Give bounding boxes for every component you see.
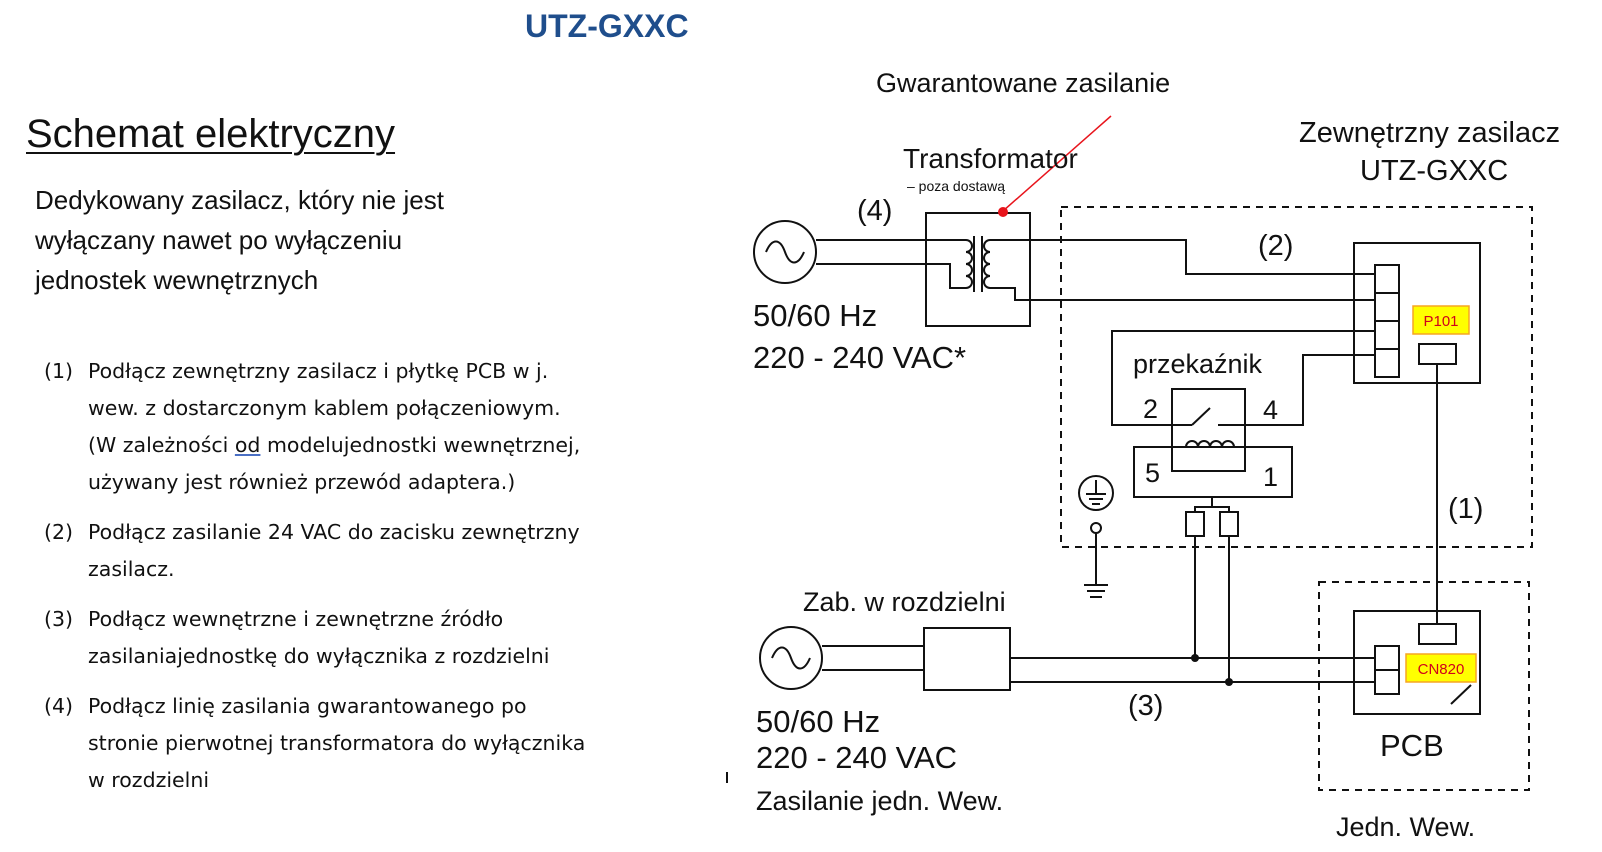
instruction-item: (4) Podłącz linię zasilania gwarantowane… — [44, 688, 664, 799]
instruction-fragment: modelujednostki wewnętrznej, — [260, 433, 581, 457]
instruction-fragment: (W zależności — [88, 433, 235, 457]
instruction-line: zasilacz. — [88, 557, 175, 581]
section-title: Schemat elektryczny — [26, 112, 396, 156]
subtitle-line: wyłączany nawet po wyłączeniu — [35, 225, 403, 255]
external-psu-block — [1353, 242, 1481, 384]
instruction-text: Podłącz zewnętrzny zasilacz i płytkę PCB… — [88, 353, 664, 501]
sine-wave-icon — [765, 240, 805, 264]
instruction-line: stronie pierwotnej transformatora do wył… — [88, 731, 586, 755]
external-psu-label: Zewnętrzny zasilacz — [1299, 117, 1560, 149]
instruction-line: Podłącz wewnętrzne i zewnętrzne źródło — [88, 607, 504, 631]
wire-3-label: (3) — [1128, 690, 1163, 722]
transformer-label: Transformator — [903, 143, 1078, 174]
wire-2-label: (2) — [1258, 230, 1293, 262]
external-psu-enclosure — [1060, 206, 1533, 548]
instruction-item: (2) Podłącz zasilanie 24 VAC do zacisku … — [44, 514, 664, 588]
bottom-source-frequency: 50/60 Hz — [756, 704, 880, 739]
instruction-line: (W zależności od modelujednostki wewnętr… — [88, 427, 664, 464]
instruction-line: wew. z dostarczonym kablem połączeniowym… — [88, 396, 561, 420]
instruction-text: Podłącz wewnętrzne i zewnętrzne źródło z… — [88, 601, 664, 675]
instruction-list: (1) Podłącz zewnętrzny zasilacz i płytkę… — [44, 353, 664, 812]
relay-pin-1: 1 — [1263, 462, 1278, 492]
chip-p101 — [1412, 305, 1470, 335]
indoor-unit-enclosure — [1318, 581, 1530, 791]
terminal — [1374, 264, 1400, 294]
subtitle: Dedykowany zasilacz, który nie jest wyłą… — [35, 180, 595, 300]
ac-source-top-icon — [753, 220, 817, 284]
instruction-line: Podłącz zewnętrzny zasilacz i płytkę PCB… — [88, 359, 549, 383]
junction-dot — [1225, 678, 1233, 686]
primary-coil-icon — [965, 239, 973, 289]
pcb-leader-line — [1450, 684, 1472, 705]
chip-cn820-label: CN820 — [1418, 661, 1465, 678]
terminal — [1374, 292, 1400, 322]
external-psu-model: UTZ-GXXC — [1360, 155, 1508, 187]
relay-switch-icon — [1191, 407, 1211, 426]
connector-p101-lower — [1418, 343, 1457, 365]
instruction-item: (3) Podłącz wewnętrzne i zewnętrzne źród… — [44, 601, 664, 675]
instruction-text: Podłącz linię zasilania gwarantowanego p… — [88, 688, 664, 799]
connector-pcb-upper — [1418, 623, 1457, 645]
pcb-block — [1353, 610, 1481, 715]
chip-cn820 — [1405, 653, 1477, 683]
relay-pin-5: 5 — [1145, 458, 1160, 488]
terminal — [1374, 645, 1400, 671]
subtitle-line: Dedykowany zasilacz, który nie jest — [35, 185, 444, 215]
chip-p101-label: P101 — [1423, 313, 1458, 330]
indoor-supply-label: Zasilanie jedn. Wew. — [756, 786, 1003, 816]
transformer-note: – poza dostawą — [907, 178, 1005, 194]
instruction-line: Podłącz zasilanie 24 VAC do zacisku zewn… — [88, 520, 580, 544]
secondary-coil-icon — [983, 239, 991, 289]
instruction-number: (4) — [44, 694, 74, 718]
sine-wave-icon — [771, 646, 811, 670]
wire-1-label: (1) — [1448, 493, 1483, 525]
breaker-label: Zab. w rozdzielni — [803, 587, 1006, 617]
instruction-line: używany jest również przewód adaptera.) — [88, 470, 516, 494]
ac-source-bottom-icon — [759, 626, 823, 690]
ground-icon — [1078, 475, 1114, 511]
instruction-number: (1) — [44, 359, 74, 383]
relay-coil-box — [1171, 388, 1246, 472]
guaranteed-supply-label: Gwarantowane zasilanie — [876, 68, 1170, 98]
pointer-dot — [998, 207, 1008, 217]
instruction-number: (3) — [44, 607, 74, 631]
instruction-line: w rozdzielni — [88, 768, 210, 792]
wire-4-label: (4) — [857, 195, 892, 227]
top-source-frequency: 50/60 Hz — [753, 298, 877, 333]
terminal — [1374, 320, 1400, 350]
relay-coil-icon — [1185, 440, 1235, 448]
indoor-unit-label: Jedn. Wew. — [1336, 812, 1475, 842]
top-source-voltage: 220 - 240 VAC* — [753, 340, 966, 375]
instruction-text: Podłącz zasilanie 24 VAC do zacisku zewn… — [88, 514, 664, 588]
subtitle-line: jednostek wewnętrznych — [35, 265, 319, 295]
instruction-number: (2) — [44, 520, 74, 544]
relay-label: przekaźnik — [1133, 349, 1263, 379]
relay-terminal-left — [1185, 511, 1205, 537]
junction-dot — [1191, 654, 1199, 662]
instruction-fragment: od — [234, 433, 261, 457]
pcb-label: PCB — [1380, 728, 1444, 763]
relay-pin-4: 4 — [1263, 395, 1278, 425]
breaker-box — [923, 627, 1011, 691]
transformer-box — [925, 212, 1031, 327]
model-title: UTZ-GXXC — [525, 8, 689, 44]
instruction-item: (1) Podłącz zewnętrzny zasilacz i płytkę… — [44, 353, 664, 501]
pointer-line — [1002, 115, 1112, 212]
relay-pin-2: 2 — [1143, 394, 1158, 424]
relay-terminal-right — [1219, 511, 1239, 537]
terminal — [1374, 669, 1400, 695]
instruction-line: zasilaniajednostkę do wyłącznika z rozdz… — [88, 644, 550, 668]
instruction-line: Podłącz linię zasilania gwarantowanego p… — [88, 694, 527, 718]
bottom-source-voltage: 220 - 240 VAC — [756, 740, 957, 775]
terminal — [1374, 348, 1400, 378]
